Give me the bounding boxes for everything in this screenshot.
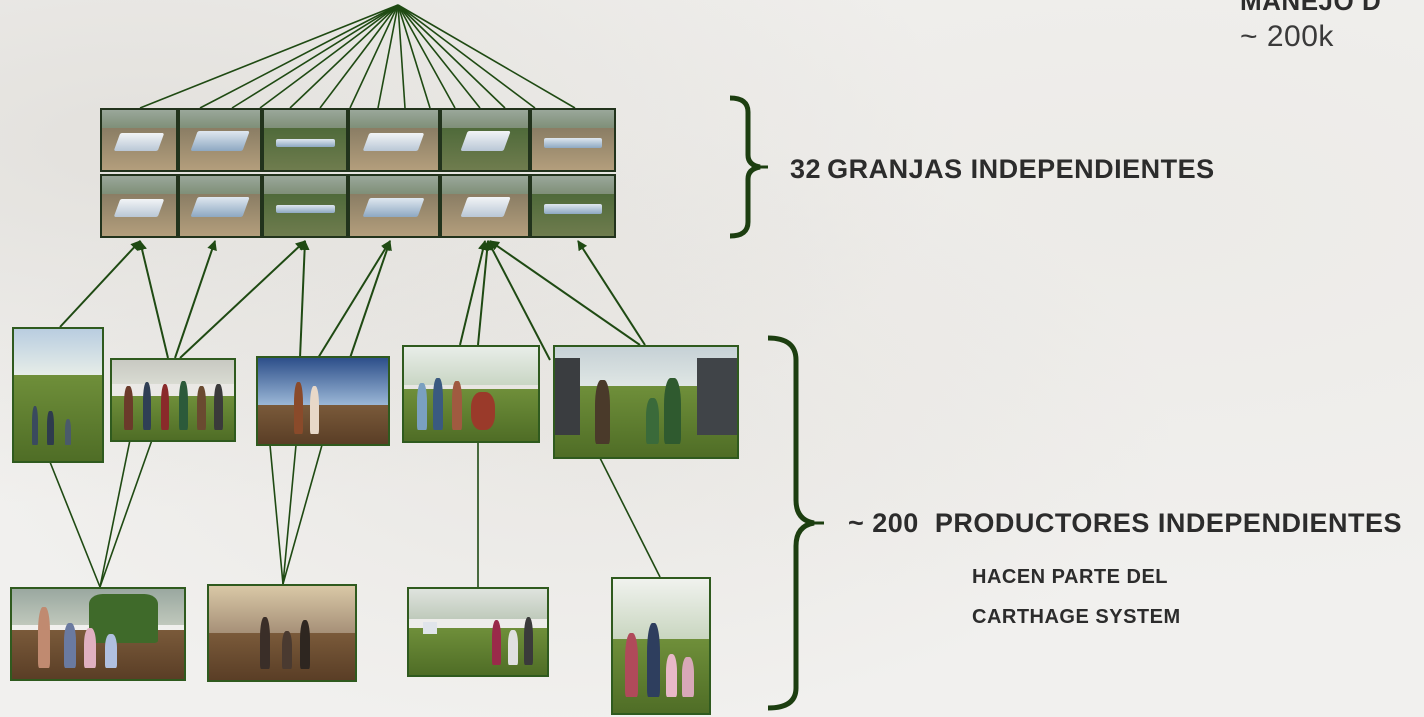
producer-photo-4 — [402, 345, 540, 443]
farm-photo-2 — [178, 108, 262, 172]
producers-bracket — [767, 335, 815, 711]
producer-photo-3 — [256, 356, 390, 446]
top-right-value: ~ 200k — [1240, 20, 1334, 53]
producers-line3: Carthage System — [972, 606, 1181, 628]
farms-caption: 32 Granjas independientes — [790, 154, 1215, 185]
producer-photo-5 — [553, 345, 739, 459]
producer-photo-9 — [611, 577, 711, 715]
top-right-heading: MANEJO D — [1240, 0, 1382, 16]
producer-links — [49, 439, 661, 588]
farm-photo-1 — [100, 108, 178, 172]
farms-label: Granjas independientes — [827, 154, 1215, 184]
producer-photo-7 — [207, 584, 357, 682]
farm-photo-3 — [262, 108, 348, 172]
producer-photo-2 — [110, 358, 236, 442]
producers-line1: Productores independientes — [934, 508, 1402, 538]
farm-photo-11 — [440, 174, 530, 238]
producer-photo-1 — [12, 327, 104, 463]
producer-photo-6 — [10, 587, 186, 681]
farm-photo-5 — [440, 108, 530, 172]
farm-photo-7 — [100, 174, 178, 238]
farm-photo-6 — [530, 108, 616, 172]
producers-line2: hacen parte del — [972, 566, 1169, 588]
farm-photo-12 — [530, 174, 616, 238]
farms-count: 32 — [790, 154, 822, 184]
producers-prefix: ~ 200 — [848, 508, 919, 538]
apex-fan-lines — [139, 4, 576, 109]
producers-caption: ~ 200 Productores independientes — [848, 508, 1402, 539]
farms-bracket — [729, 95, 761, 239]
farm-photo-4 — [348, 108, 440, 172]
farm-photo-10 — [348, 174, 440, 238]
producer-to-farm-arrows — [59, 240, 646, 361]
farm-photo-8 — [178, 174, 262, 238]
farm-photo-9 — [262, 174, 348, 238]
producer-photo-8 — [407, 587, 549, 677]
